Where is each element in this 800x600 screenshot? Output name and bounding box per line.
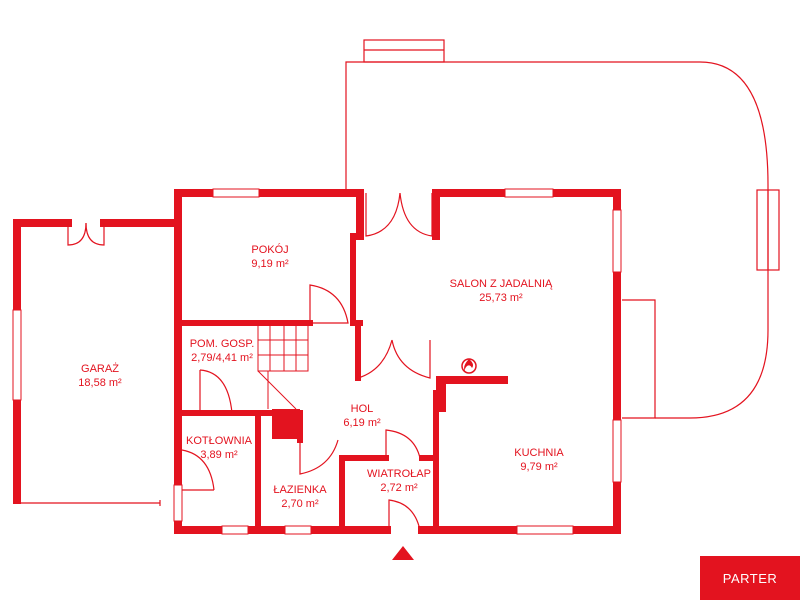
staircase [257,322,309,410]
room-label-lazienka: ŁAZIENKA 2,70 m² [273,483,326,511]
room-area: 9,19 m² [251,258,289,270]
room-name: POKÓJ [251,244,289,256]
room-label-kuchnia: KUCHNIA 9,79 m² [514,446,564,474]
room-area: 6,19 m² [343,417,381,429]
room-label-garaz: GARAŻ 18,58 m² [78,362,121,390]
room-label-hol: HOL 6,19 m² [343,402,380,430]
room-label-salon: SALON Z JADALNIĄ 25,73 m² [450,277,553,305]
doors [67,192,433,531]
room-name: WIATROŁAP [367,468,431,480]
room-area: 2,72 m² [380,482,418,494]
terrace-outline [345,39,780,419]
fireplace-flame-icon [461,358,477,374]
room-name: SALON Z JADALNIĄ [449,278,553,290]
wall-blocks [272,376,508,439]
room-label-pom-gosp: POM. GOSP. 2,79/4,41 m² [190,337,255,365]
room-name: KOTŁOWNIA [185,435,253,447]
room-area: 3,89 m² [200,449,238,461]
room-area: 2,79/4,41 m² [191,352,253,364]
room-name: POM. GOSP. [189,338,255,350]
room-label-wiatrolap: WIATROŁAP 2,72 m² [367,467,431,495]
room-label-pokoj: POKÓJ 9,19 m² [251,243,288,271]
room-area: 2,70 m² [281,498,319,510]
room-name: GARAŻ [81,363,119,375]
floor-level-badge: PARTER [700,556,800,600]
room-name: HOL [350,403,374,415]
room-label-kotlownia: KOTŁOWNIA 3,89 m² [186,434,252,462]
entrance-arrow-icon [392,546,414,560]
room-area: 18,58 m² [78,377,122,389]
room-area: 25,73 m² [479,292,523,304]
windows [12,188,622,535]
room-name: KUCHNIA [514,447,564,459]
room-name: ŁAZIENKA [273,484,327,496]
garage-opening [17,500,161,506]
room-area: 9,79 m² [520,461,558,473]
